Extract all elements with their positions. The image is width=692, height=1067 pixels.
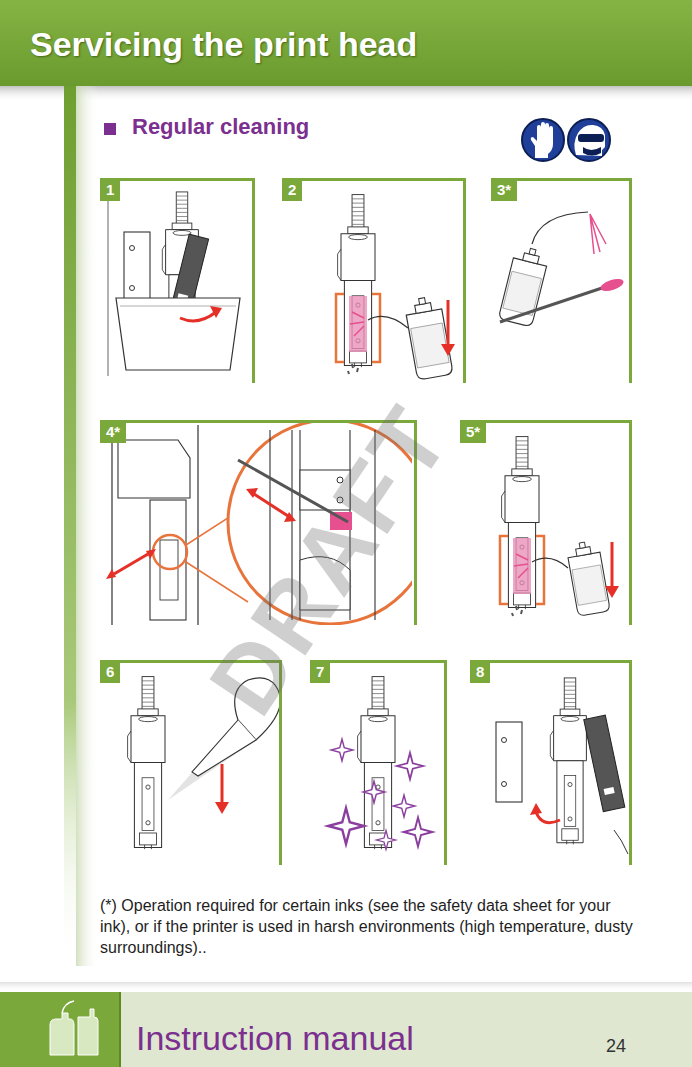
- page-title: Servicing the print head: [30, 25, 417, 64]
- step-number: 2: [282, 180, 302, 201]
- step-panel: 5*: [460, 420, 632, 625]
- step-number: 6: [100, 662, 120, 683]
- page-number: 24: [606, 1036, 626, 1057]
- step-number: 1: [100, 180, 120, 201]
- step-panel: 3*: [491, 178, 632, 383]
- step-number: 3*: [491, 180, 517, 201]
- step-panel: 8: [470, 660, 632, 865]
- step-number: 8: [470, 662, 490, 683]
- step-panel: 2: [282, 178, 466, 383]
- step-panel: 7: [310, 660, 447, 865]
- step-panel: 1: [100, 178, 255, 383]
- footer-title: Instruction manual: [136, 1019, 414, 1058]
- step-number: 5*: [460, 422, 486, 443]
- section-heading: Regular cleaning: [132, 114, 309, 140]
- step-number: 4*: [100, 422, 126, 443]
- footnote: (*) Operation required for certain inks …: [100, 895, 636, 958]
